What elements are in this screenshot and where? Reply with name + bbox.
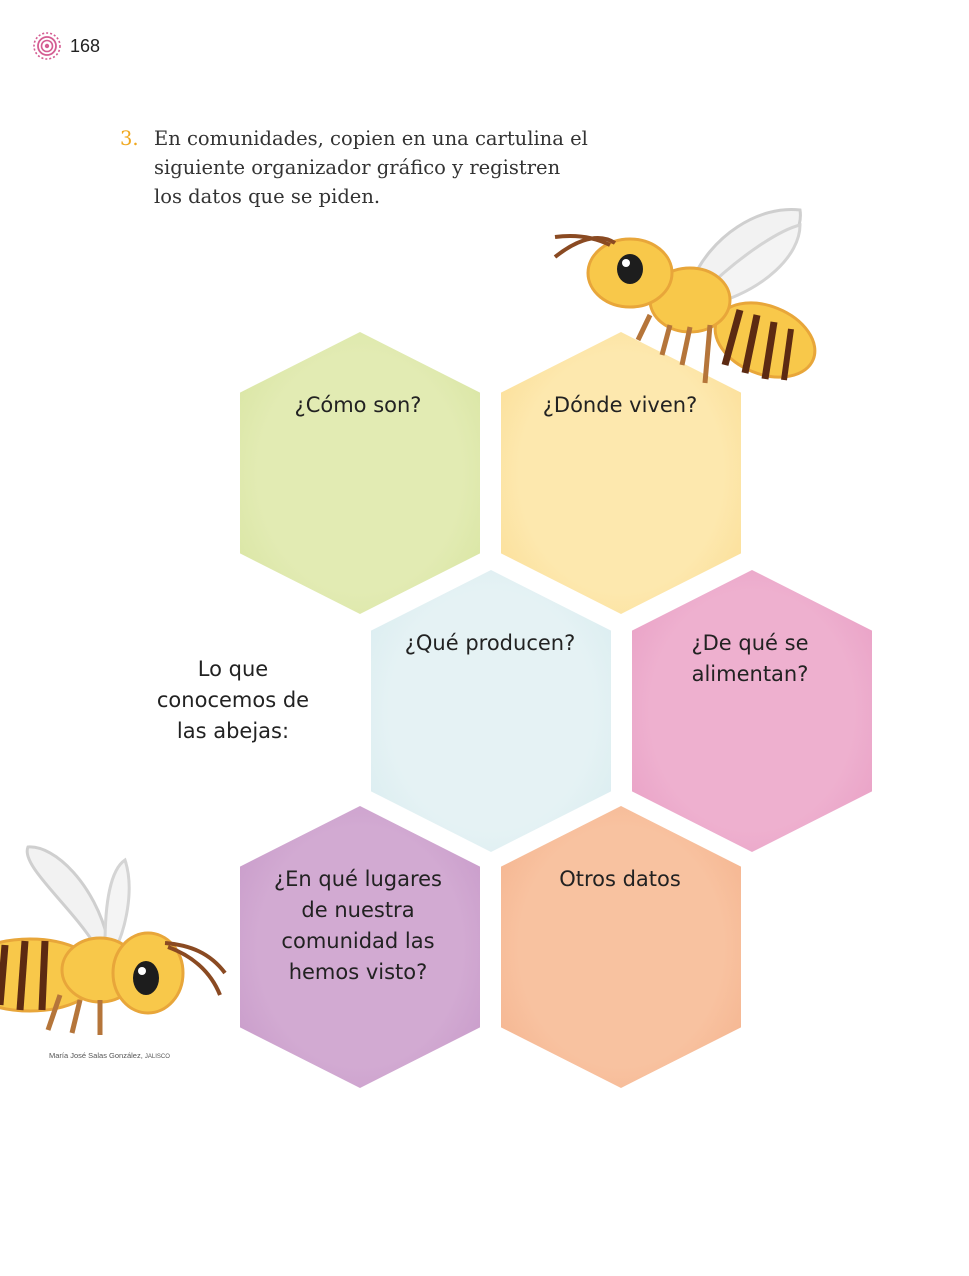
hexagon-label: ¿Qué producen?: [404, 631, 576, 655]
hexagon-label: ¿Cómo son?: [294, 393, 422, 417]
instruction-number: 3.: [120, 127, 139, 150]
hexagon-de-que-se-alimentan: [632, 570, 872, 852]
bee-bottom-left: [0, 845, 227, 1035]
page-header: 168: [32, 30, 100, 62]
credit-author: María José Salas González,: [49, 1051, 143, 1060]
hexagon-label: Otros datos: [559, 867, 681, 891]
hexagon-donde-viven: [501, 332, 741, 614]
hexagon-otros-datos: [501, 806, 741, 1088]
hexagon-que-producen: [371, 570, 611, 852]
page-number: 168: [70, 35, 101, 56]
hexagon-como-son: [240, 332, 480, 614]
credit-state: JALISCO: [144, 1054, 170, 1060]
hexagon-label: ¿De qué se alimentan?: [691, 631, 809, 686]
target-icon: [33, 32, 61, 60]
instruction: 3. En comunidades, copien en una cartuli…: [120, 124, 590, 211]
hexagon-en-que-lugares: [240, 806, 480, 1088]
bee-top-right: [553, 207, 817, 384]
hexagon-label: ¿En qué lugares de nuestra comunidad las…: [273, 867, 442, 984]
illustration-credit: María José Salas González, JALISCO: [49, 1051, 170, 1060]
instruction-text: En comunidades, copien en una cartulina …: [154, 127, 588, 208]
organizer-center-label: Lo que conocemos de las abejas:: [156, 657, 310, 743]
hexagon-label: ¿Dónde viven?: [542, 393, 698, 417]
